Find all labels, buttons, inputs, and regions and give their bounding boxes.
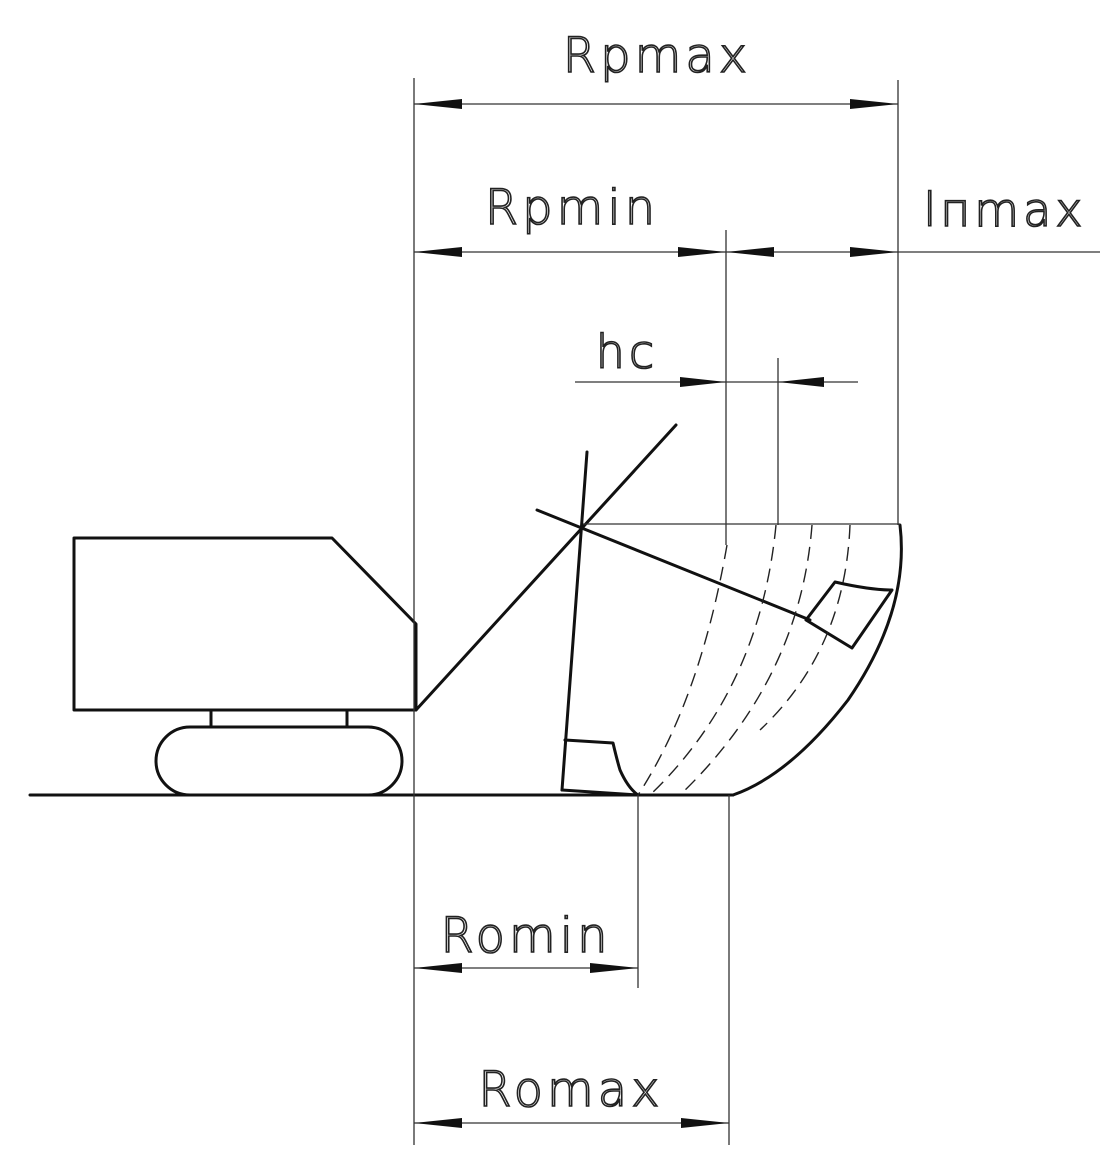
boom-assembly xyxy=(414,423,812,792)
dimension-hc: hc xyxy=(575,324,858,387)
dashed-arc-1 xyxy=(637,544,728,796)
dimension-l-n-max: lпmax xyxy=(726,182,1086,257)
excavator-body xyxy=(72,536,418,797)
bucket-outline xyxy=(560,523,903,797)
arrowhead-rp-max-left xyxy=(414,99,462,109)
dashed-arc-2 xyxy=(649,524,777,796)
dimension-rp-max: Rpmax xyxy=(414,27,898,109)
arrowhead-ro-min-right xyxy=(590,963,638,973)
bucket-tooth-lower xyxy=(560,738,640,797)
arrowhead-rp-min-left xyxy=(414,247,462,257)
extension-lines xyxy=(413,78,899,1145)
arrowhead-ro-min-left xyxy=(414,963,462,973)
dashed-arc-4 xyxy=(759,524,851,731)
arrowhead-rp-min-right xyxy=(678,247,726,257)
label-hc: hc xyxy=(596,325,658,379)
label-ro-max: Romax xyxy=(478,1062,663,1118)
bucket-tooth-upper xyxy=(804,580,894,650)
cab-outline xyxy=(72,536,418,712)
arrowhead-rp-max-right xyxy=(850,99,898,109)
crawler-track xyxy=(154,725,404,797)
handle-upper-line xyxy=(535,508,812,622)
label-rp-min: Rpmin xyxy=(485,180,659,236)
boom-line xyxy=(414,423,678,712)
handle-line xyxy=(560,450,589,792)
arrowhead-ro-max-left xyxy=(414,1118,462,1128)
arrowhead-l-n-max-left xyxy=(726,247,774,257)
label-ro-min: Romin xyxy=(440,908,611,964)
dimension-rp-min: Rpmin xyxy=(414,179,1100,257)
dashed-arc-3 xyxy=(679,524,813,796)
dimension-ro-max: Romax xyxy=(414,1061,729,1128)
arrowhead-hc-right xyxy=(778,377,824,387)
arrowhead-hc-left xyxy=(680,377,726,387)
arrowhead-ro-max-right xyxy=(681,1118,729,1128)
outer-digging-arc xyxy=(731,523,903,797)
label-l-n-max: lпmax xyxy=(923,183,1086,237)
dimension-ro-min: Romin xyxy=(414,907,638,973)
arrowhead-l-n-max-right xyxy=(850,247,898,257)
label-rp-max: Rpmax xyxy=(563,28,751,84)
